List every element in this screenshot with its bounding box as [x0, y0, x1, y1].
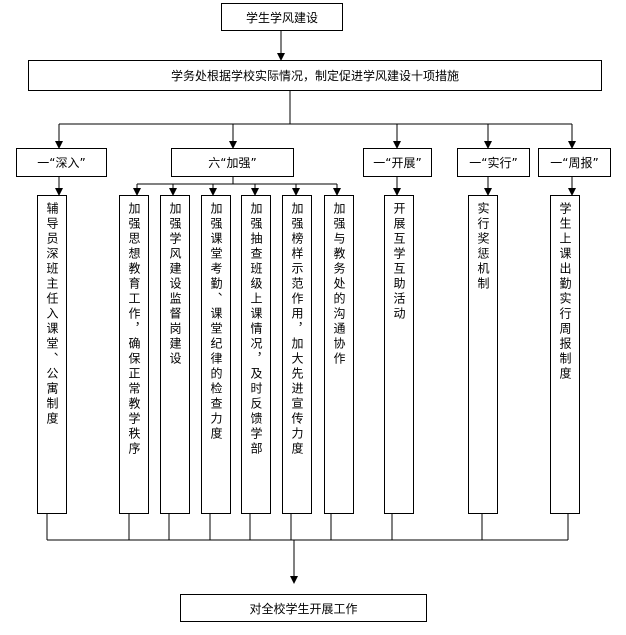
action-box: 学务处根据学校实际情况，制定促进学风建设十项措施 [28, 60, 602, 91]
bottom-box: 对全校学生开展工作 [180, 594, 427, 622]
category-strengthen: 六“加强” [171, 148, 294, 177]
category-implement: 一“实行” [457, 148, 530, 177]
measure-4: 加强课堂考勤、课堂纪律的检查力度 [201, 195, 231, 514]
category-weekly-report: 一“周报” [538, 148, 611, 177]
measure-4-text: 加强课堂考勤、课堂纪律的检查力度 [209, 202, 223, 442]
measure-6: 加强榜样示范作用，加大先进宣传力度 [282, 195, 312, 514]
measure-10: 学生上课出勤实行周报制度 [550, 195, 580, 514]
measure-2: 加强思想教育工作，确保正常教学秩序 [119, 195, 149, 514]
measure-5: 加强抽查班级上课情况，及时反馈学部 [241, 195, 271, 514]
category-carry-out: 一“开展” [363, 148, 432, 177]
top-box: 学生学风建设 [221, 3, 343, 31]
measure-9: 实行奖惩机制 [468, 195, 498, 514]
measure-2-text: 加强思想教育工作，确保正常教学秩序 [127, 202, 141, 457]
measure-3-text: 加强学风建设监督岗建设 [168, 202, 182, 367]
measure-1-text: 辅导员深班主任入课堂、公寓制度 [45, 202, 59, 427]
measure-9-text: 实行奖惩机制 [476, 202, 490, 292]
measure-8: 开展互学互助活动 [384, 195, 414, 514]
category-deepen: 一“深入” [16, 148, 107, 177]
measure-8-text: 开展互学互助活动 [392, 202, 406, 322]
measure-1: 辅导员深班主任入课堂、公寓制度 [37, 195, 67, 514]
measure-3: 加强学风建设监督岗建设 [160, 195, 190, 514]
measure-7-text: 加强与教务处的沟通协作 [332, 202, 346, 367]
measure-5-text: 加强抽查班级上课情况，及时反馈学部 [249, 202, 263, 457]
measure-6-text: 加强榜样示范作用，加大先进宣传力度 [290, 202, 304, 457]
measure-10-text: 学生上课出勤实行周报制度 [558, 202, 572, 382]
measure-7: 加强与教务处的沟通协作 [324, 195, 354, 514]
